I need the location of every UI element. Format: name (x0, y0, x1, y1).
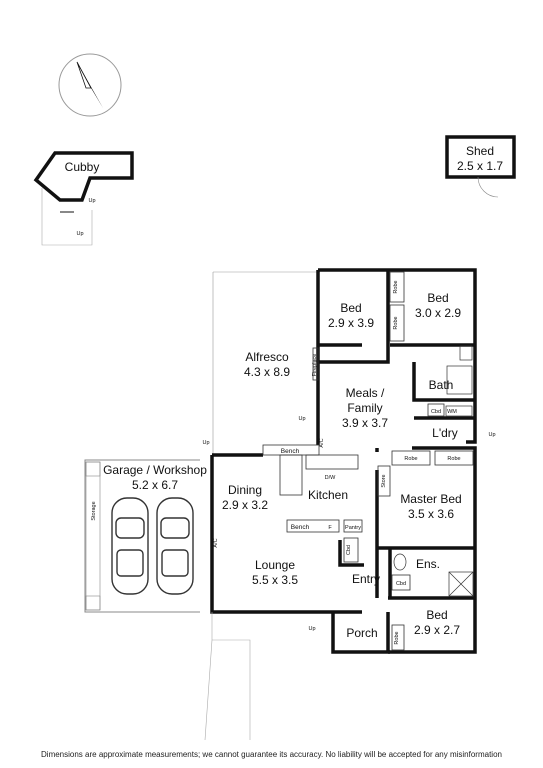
bath-label: Bath (429, 378, 454, 392)
bed-size: 3.0 x 2.9 (415, 306, 461, 320)
dining-label: Dining (228, 483, 262, 497)
fridge-label: F (328, 525, 332, 531)
garage-size: 5.2 x 6.7 (132, 478, 178, 492)
garage-label: Garage / Workshop (103, 463, 207, 477)
lounge-size: 5.5 x 3.5 (252, 573, 298, 587)
up-label: Up (298, 416, 305, 422)
bed-label: Bed (340, 301, 361, 315)
washing-machine-label: WM (447, 409, 457, 415)
dishwasher-label: D/W (325, 475, 337, 481)
dining-size: 2.9 x 3.2 (222, 498, 268, 512)
robe-label: Robe (393, 316, 399, 329)
ac-label: A/C (319, 438, 325, 447)
up-label: Up (88, 198, 95, 204)
master-bed-size: 3.5 x 3.6 (408, 507, 454, 521)
shed-size: 2.5 x 1.7 (457, 159, 503, 173)
garage-structure (84, 459, 200, 613)
up-label: Up (488, 432, 495, 438)
up-label: Up (202, 440, 209, 446)
robe-label: Robe (404, 456, 417, 462)
ensuite-label: Ens. (416, 557, 440, 571)
lounge-label: Lounge (255, 558, 295, 572)
bed-size: 2.9 x 2.7 (414, 623, 460, 637)
shed-structure (445, 135, 516, 198)
alfresco-outline (212, 271, 320, 455)
cupboard-label: Cbd (431, 409, 441, 415)
shed-label: Shed (466, 144, 494, 158)
bath-fixtures (393, 345, 474, 597)
robe-label: Robe (447, 456, 460, 462)
up-label: Up (76, 231, 83, 237)
ac-label: A/C (213, 538, 219, 547)
disclaimer-text: Dimensions are approximate measurements;… (41, 750, 502, 759)
store-label: Store (381, 474, 387, 487)
up-label: Up (308, 626, 315, 632)
pantry-label: Pantry (345, 525, 361, 531)
kitchen-fixtures (262, 347, 363, 533)
bed-label: Bed (426, 608, 447, 622)
bench-label: Bench (281, 448, 300, 455)
bed-size: 2.9 x 3.9 (328, 316, 374, 330)
cupboard-label: Cbd (396, 581, 406, 587)
kitchen-label: Kitchen (308, 488, 348, 502)
alfresco-size: 4.3 x 8.9 (244, 365, 290, 379)
cubby-structure (33, 151, 134, 246)
bed-label: Bed (427, 291, 448, 305)
house-walls (210, 268, 477, 654)
robe-fixtures (343, 271, 474, 651)
bench-label: Bench (291, 524, 310, 531)
family-label: Family (347, 401, 382, 415)
porch-label: Porch (346, 626, 377, 640)
entry-label: Entry (352, 572, 380, 586)
cubby-label: Cubby (65, 160, 100, 174)
meals-label: Meals / (346, 386, 385, 400)
fireplace-label: Fireplace (312, 354, 318, 377)
alfresco-label: Alfresco (245, 350, 289, 364)
laundry-label: L'dry (432, 426, 458, 440)
meals-size: 3.9 x 3.7 (342, 416, 388, 430)
robe-label: Robe (393, 280, 399, 293)
robe-label: Robe (394, 631, 400, 644)
cupboard-label: Cbd (346, 545, 352, 555)
driveway-outline (204, 612, 251, 741)
compass-icon (58, 53, 122, 117)
storage-label: Storage (91, 501, 97, 520)
car-icon (111, 497, 149, 595)
car-icon (156, 497, 194, 595)
master-bed-label: Master Bed (400, 492, 461, 506)
